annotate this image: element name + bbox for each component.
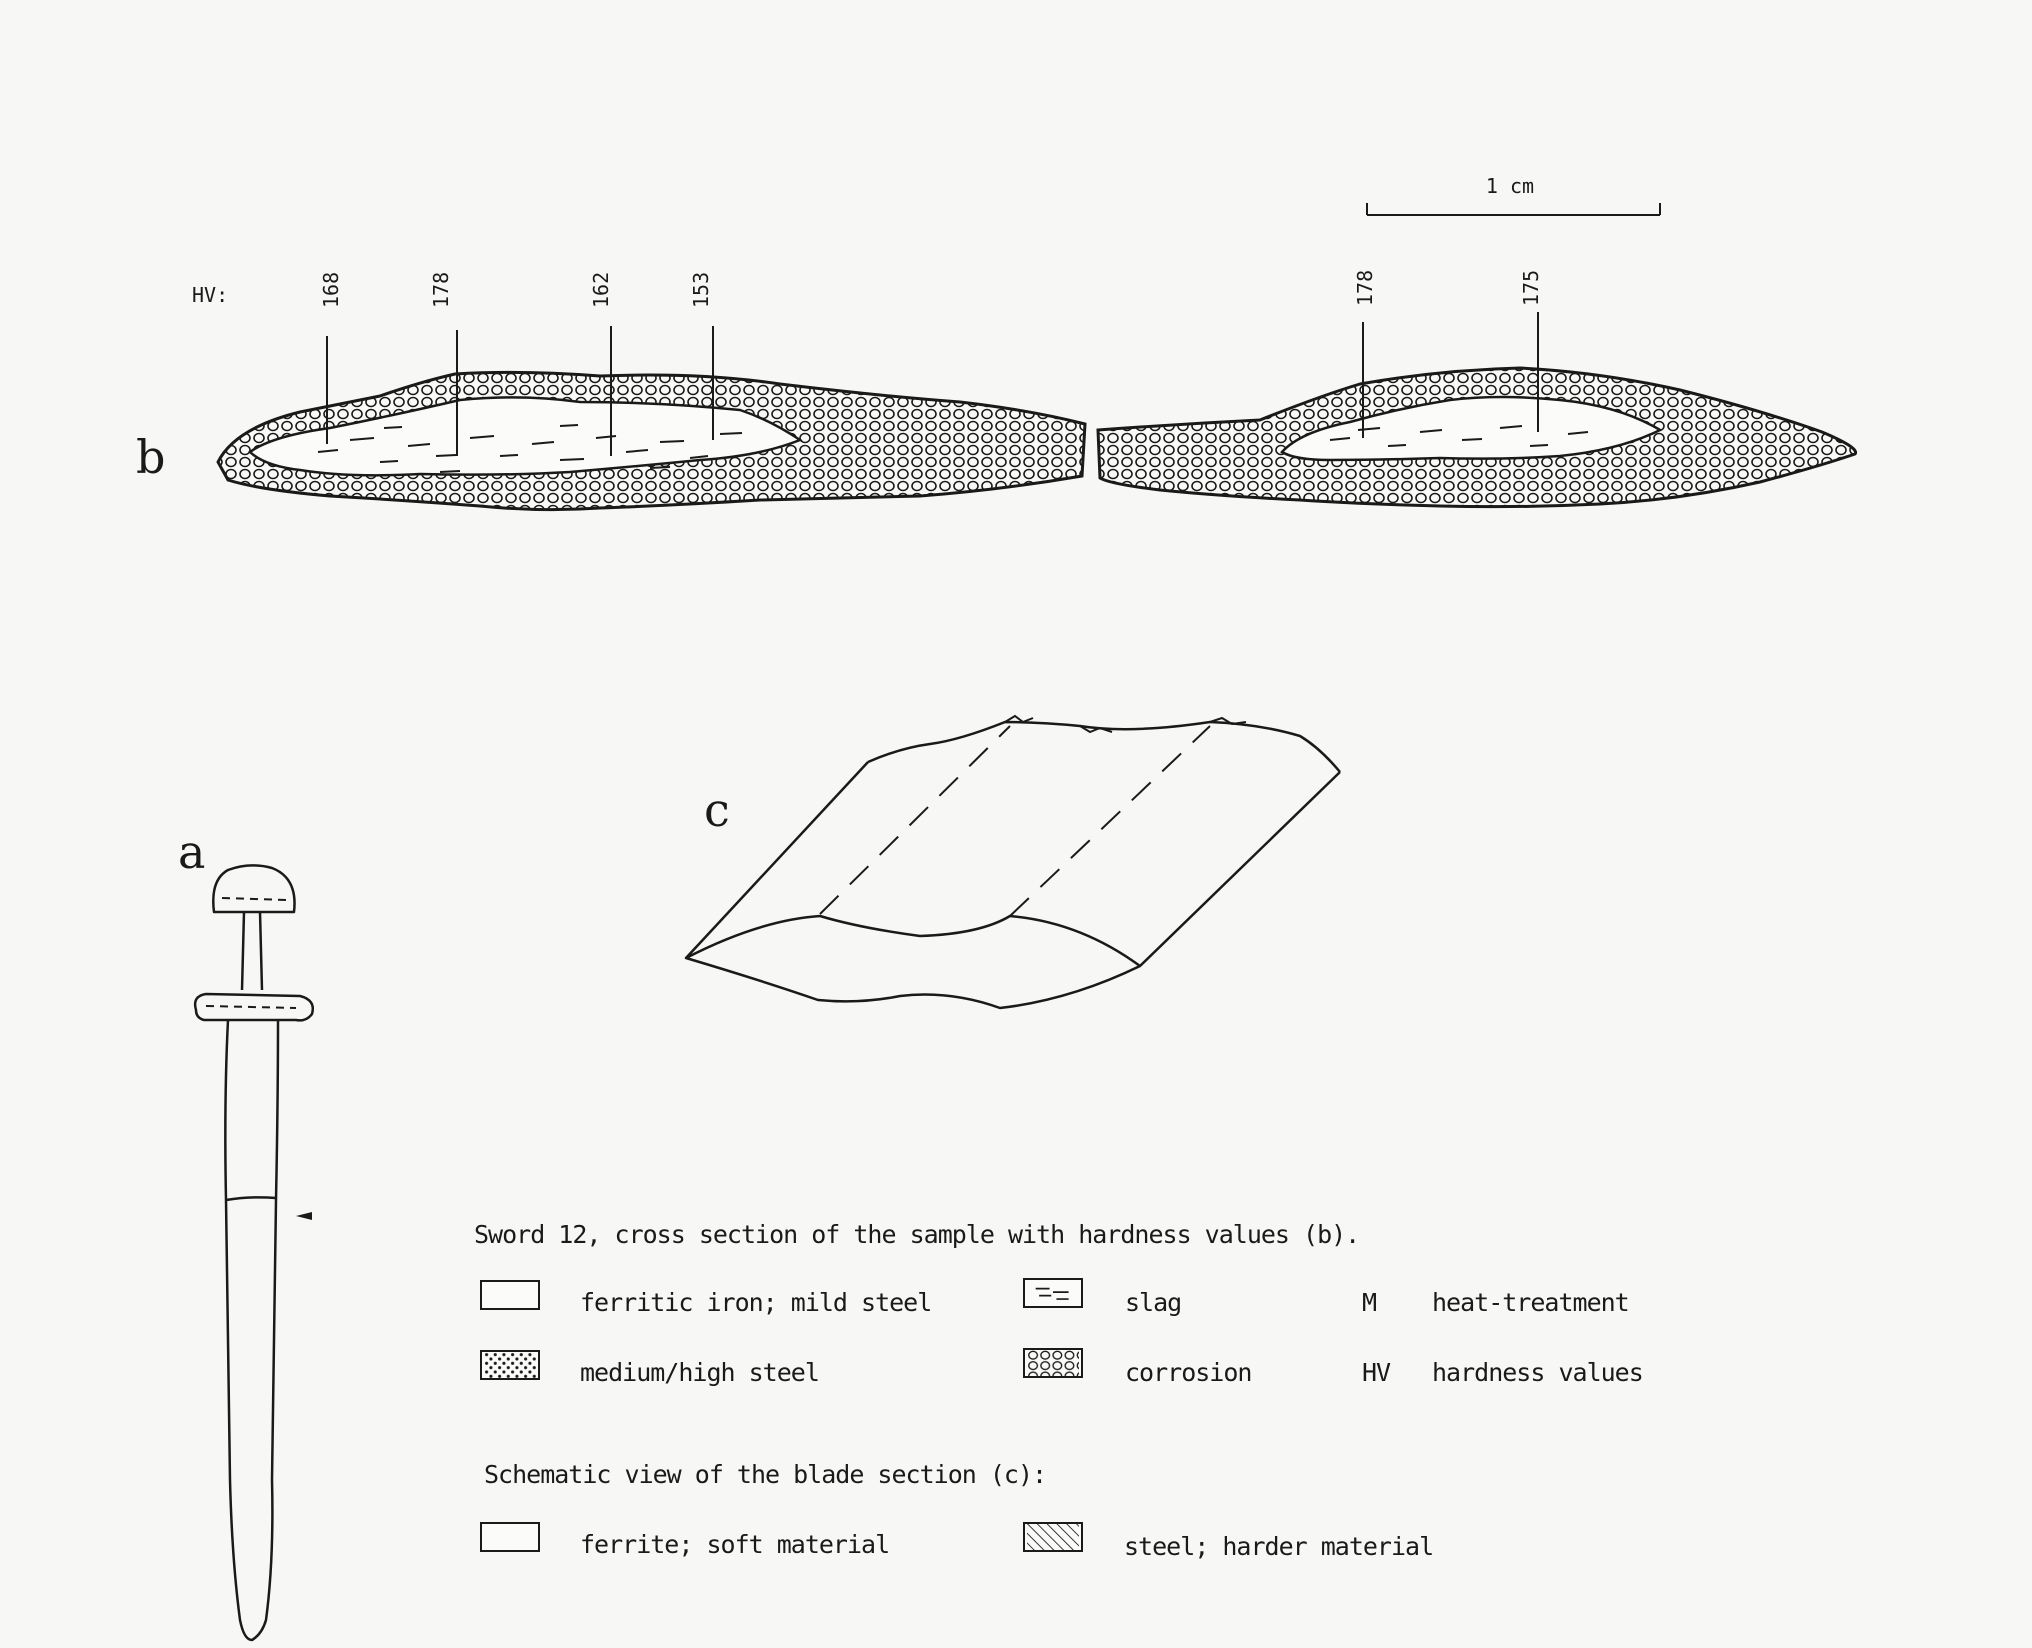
panel-label-c: c: [704, 783, 730, 837]
section-fragment-right: [1096, 366, 1858, 509]
scale-bar-label: 1 cm: [1486, 174, 1534, 198]
slag-hatch-icon: [1023, 1278, 1083, 1308]
hardness-value: 175: [1519, 270, 1543, 306]
sword-outline: [193, 864, 314, 1642]
corrosion-circles-icon: [1023, 1348, 1083, 1378]
hv-prefix-label: HV:: [192, 283, 228, 307]
panel-label-b: b: [136, 430, 165, 484]
blade-section-schematic: [684, 714, 1341, 1010]
legend-label-ferrite: ferrite; soft material: [580, 1530, 890, 1559]
diagonal-hatch-icon: [1023, 1522, 1083, 1552]
hardness-value: 178: [1353, 270, 1377, 306]
section-fragment-left: [216, 370, 1087, 512]
abbrev-label-hardness-values: hardness values: [1432, 1358, 1644, 1387]
hardness-value: 168: [319, 272, 343, 308]
legend-caption-c: Schematic view of the blade section (c):: [484, 1460, 1047, 1489]
abbrev-label-heat-treatment: heat-treatment: [1432, 1288, 1630, 1317]
plain-box-icon: [480, 1522, 540, 1552]
sample-location-marker-icon: [296, 1212, 312, 1220]
legend-label-steel: steel; harder material: [1124, 1532, 1434, 1561]
hardness-value: 162: [589, 272, 613, 308]
legend-label-medium-high-steel: medium/high steel: [580, 1358, 820, 1387]
abbrev-code-m: M: [1362, 1288, 1377, 1317]
plain-box-icon: [480, 1280, 540, 1310]
dotted-box-icon: [480, 1350, 540, 1380]
legend-label-ferritic: ferritic iron; mild steel: [580, 1288, 932, 1317]
hardness-value: 178: [429, 272, 453, 308]
legend-label-corrosion: corrosion: [1125, 1358, 1252, 1387]
scale-bar: 1 cm: [1366, 174, 1661, 216]
legend-label-slag: slag: [1125, 1288, 1182, 1317]
hardness-pointer-lines: [326, 312, 1539, 456]
legend-caption-b: Sword 12, cross section of the sample wi…: [474, 1220, 1360, 1249]
abbrev-code-hv: HV: [1362, 1358, 1391, 1387]
hardness-value: 153: [689, 272, 713, 308]
panel-label-a: a: [178, 825, 205, 879]
